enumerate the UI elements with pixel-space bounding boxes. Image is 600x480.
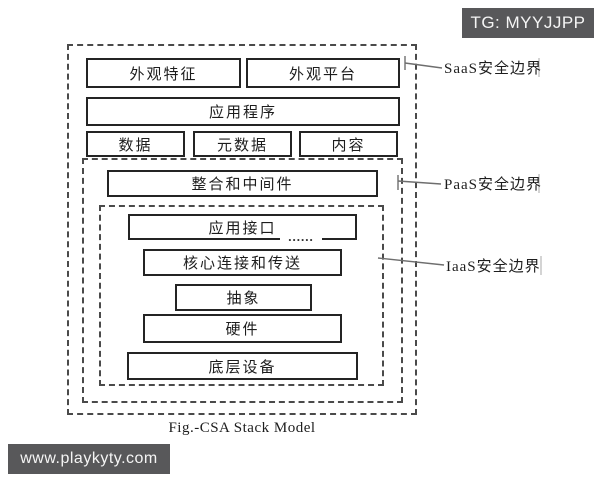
tg-contact-badge: TG: MYYJJPP xyxy=(462,8,594,38)
box-integration-middleware-label: 整合和中间件 xyxy=(191,177,294,193)
box-abstraction: 抽象 xyxy=(175,284,312,311)
box-application-label: 应用程序 xyxy=(208,105,277,121)
box-data: 数据 xyxy=(86,131,185,157)
box-abstraction-label: 抽象 xyxy=(226,291,261,307)
box-core-connectivity: 核心连接和传送 xyxy=(143,249,342,276)
watermark-text: www.playkyty.com xyxy=(20,450,158,467)
scan-artifact-dots: ...... xyxy=(280,232,322,245)
box-presentation-modality: 外观特征 xyxy=(86,58,241,88)
box-hardware: 硬件 xyxy=(143,314,342,343)
box-core-connectivity-label: 核心连接和传送 xyxy=(182,256,302,272)
watermark-badge: www.playkyty.com xyxy=(8,444,170,474)
box-presentation-platform-label: 外观平台 xyxy=(288,66,357,83)
box-api-label: 应用接口 xyxy=(208,220,277,237)
box-content-label: 内容 xyxy=(331,137,366,154)
box-metadata-label: 元数据 xyxy=(216,137,268,154)
paas-boundary-label: PaaS安全边界 xyxy=(444,177,543,193)
iaas-boundary-label: IaaS安全边界 xyxy=(446,259,541,275)
box-api: 应用接口 xyxy=(128,214,357,240)
iaas-boundary-frame xyxy=(99,205,384,386)
box-presentation-modality-label: 外观特征 xyxy=(129,66,198,83)
box-facilities: 底层设备 xyxy=(127,352,358,380)
saas-boundary-label: SaaS安全边界 xyxy=(444,61,543,77)
box-application: 应用程序 xyxy=(86,97,400,126)
saas-boundary-frame xyxy=(67,44,417,415)
box-facilities-label: 底层设备 xyxy=(208,359,277,376)
figure-caption: Fig.-CSA Stack Model xyxy=(168,420,316,436)
tg-contact-text: TG: MYYJJPP xyxy=(470,13,586,32)
box-integration-middleware: 整合和中间件 xyxy=(107,170,378,197)
box-metadata: 元数据 xyxy=(193,131,292,157)
box-hardware-label: 硬件 xyxy=(225,322,260,338)
box-presentation-platform: 外观平台 xyxy=(246,58,400,88)
box-data-label: 数据 xyxy=(118,137,153,154)
box-content: 内容 xyxy=(299,131,398,157)
paas-boundary-frame xyxy=(82,158,403,403)
